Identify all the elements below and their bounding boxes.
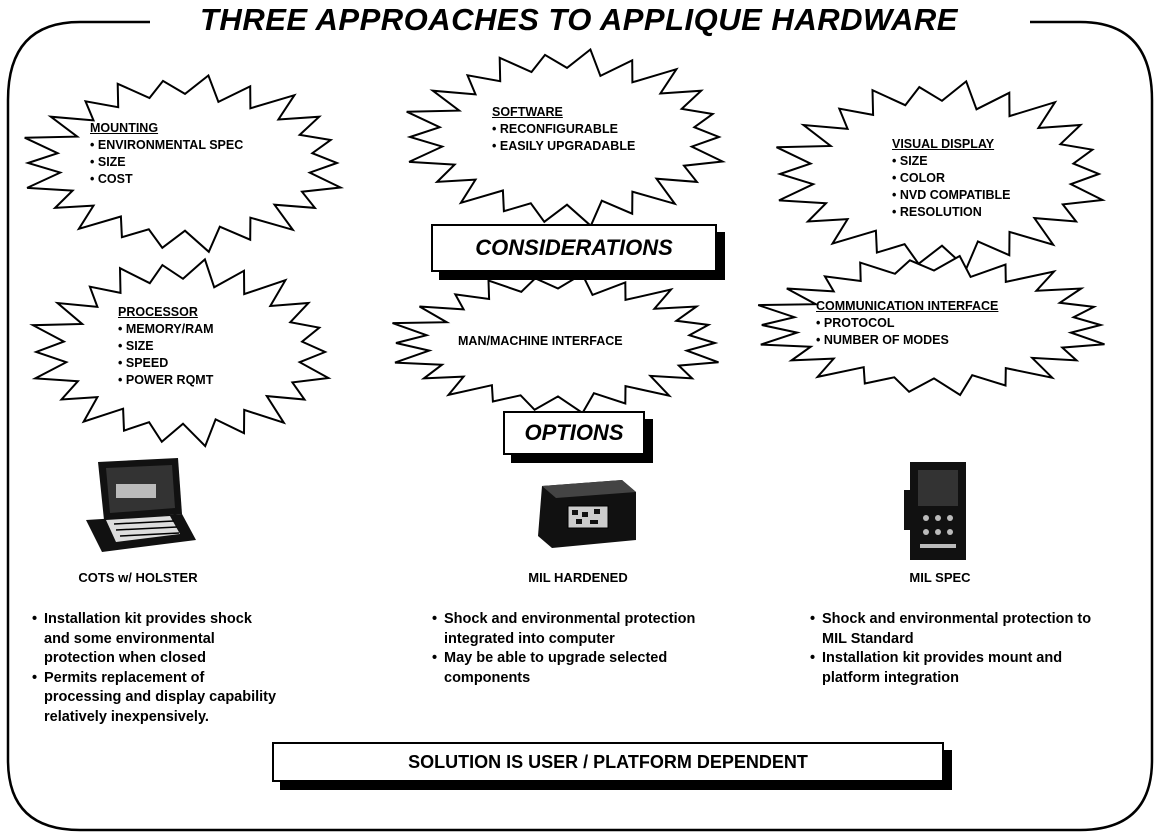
mil-spec-note: Shock and environmental protection to MI… <box>810 610 1110 649</box>
communication-item: NUMBER OF MODES <box>816 332 998 349</box>
cots-note: Permits replacement of processing and di… <box>32 669 280 728</box>
man-machine-heading: MAN/MACHINE INTERFACE <box>458 334 623 348</box>
communication-item: PROTOCOL <box>816 315 998 332</box>
processor-heading: PROCESSOR <box>118 305 198 319</box>
visual-display-burst: VISUAL DISPLAY SIZE COLOR NVD COMPATIBLE… <box>776 79 1106 270</box>
software-item: EASILY UPGRADABLE <box>492 138 635 155</box>
solution-box: SOLUTION IS USER / PLATFORM DEPENDENT <box>272 742 944 782</box>
software-burst: SOFTWARE RECONFIGURABLE EASILY UPGRADABL… <box>406 47 727 228</box>
mounting-heading: MOUNTING <box>90 121 159 135</box>
options-box: OPTIONS <box>503 411 645 455</box>
man-machine-burst: MAN/MACHINE INTERFACE <box>392 272 719 415</box>
mil-hardened-note: May be able to upgrade selected componen… <box>432 649 712 688</box>
mil-spec-note: Installation kit provides mount and plat… <box>810 649 1110 688</box>
cots-notes: Installation kit provides shock and some… <box>32 610 280 727</box>
software-heading: SOFTWARE <box>492 105 563 119</box>
mil-hardened-note: Shock and environmental protection integ… <box>432 610 712 649</box>
mil-spec-notes: Shock and environmental protection to MI… <box>810 610 1110 688</box>
mounting-burst: MOUNTING ENVIRONMENTAL SPEC SIZE COST <box>24 73 345 254</box>
mil-spec-computer-image <box>904 462 966 560</box>
visual-display-heading: VISUAL DISPLAY <box>892 137 995 151</box>
visual-display-item: NVD COMPATIBLE <box>892 187 1011 204</box>
communication-heading: COMMUNICATION INTERFACE <box>816 299 999 313</box>
processor-item: SPEED <box>118 355 214 372</box>
cots-laptop-image <box>86 458 196 552</box>
cots-note: Installation kit provides shock and some… <box>32 610 280 669</box>
considerations-box: CONSIDERATIONS <box>431 224 717 272</box>
starburst-shape <box>392 272 719 415</box>
processor-item: SIZE <box>118 338 214 355</box>
processor-item: MEMORY/RAM <box>118 321 214 338</box>
cots-label: COTS w/ HOLSTER <box>78 570 198 585</box>
processor-burst: PROCESSOR MEMORY/RAM SIZE SPEED POWER RQ… <box>29 257 332 448</box>
visual-display-item: COLOR <box>892 170 1011 187</box>
mounting-item: COST <box>90 171 243 188</box>
mil-hardened-notes: Shock and environmental protection integ… <box>432 610 712 688</box>
mil-spec-label: MIL SPEC <box>909 570 971 585</box>
mounting-item: ENVIRONMENTAL SPEC <box>90 137 243 154</box>
starburst-outline <box>392 272 719 415</box>
software-item: RECONFIGURABLE <box>492 121 635 138</box>
mounting-item: SIZE <box>90 154 243 171</box>
mil-hardened-label: MIL HARDENED <box>528 570 628 585</box>
processor-item: POWER RQMT <box>118 372 214 389</box>
visual-display-item: SIZE <box>892 153 1011 170</box>
communication-burst: COMMUNICATION INTERFACE PROTOCOL NUMBER … <box>757 254 1105 397</box>
slide-title: THREE APPROACHES TO APPLIQUE HARDWARE <box>200 2 958 37</box>
visual-display-item: RESOLUTION <box>892 204 1011 221</box>
mil-hardened-computer-image <box>538 480 636 548</box>
